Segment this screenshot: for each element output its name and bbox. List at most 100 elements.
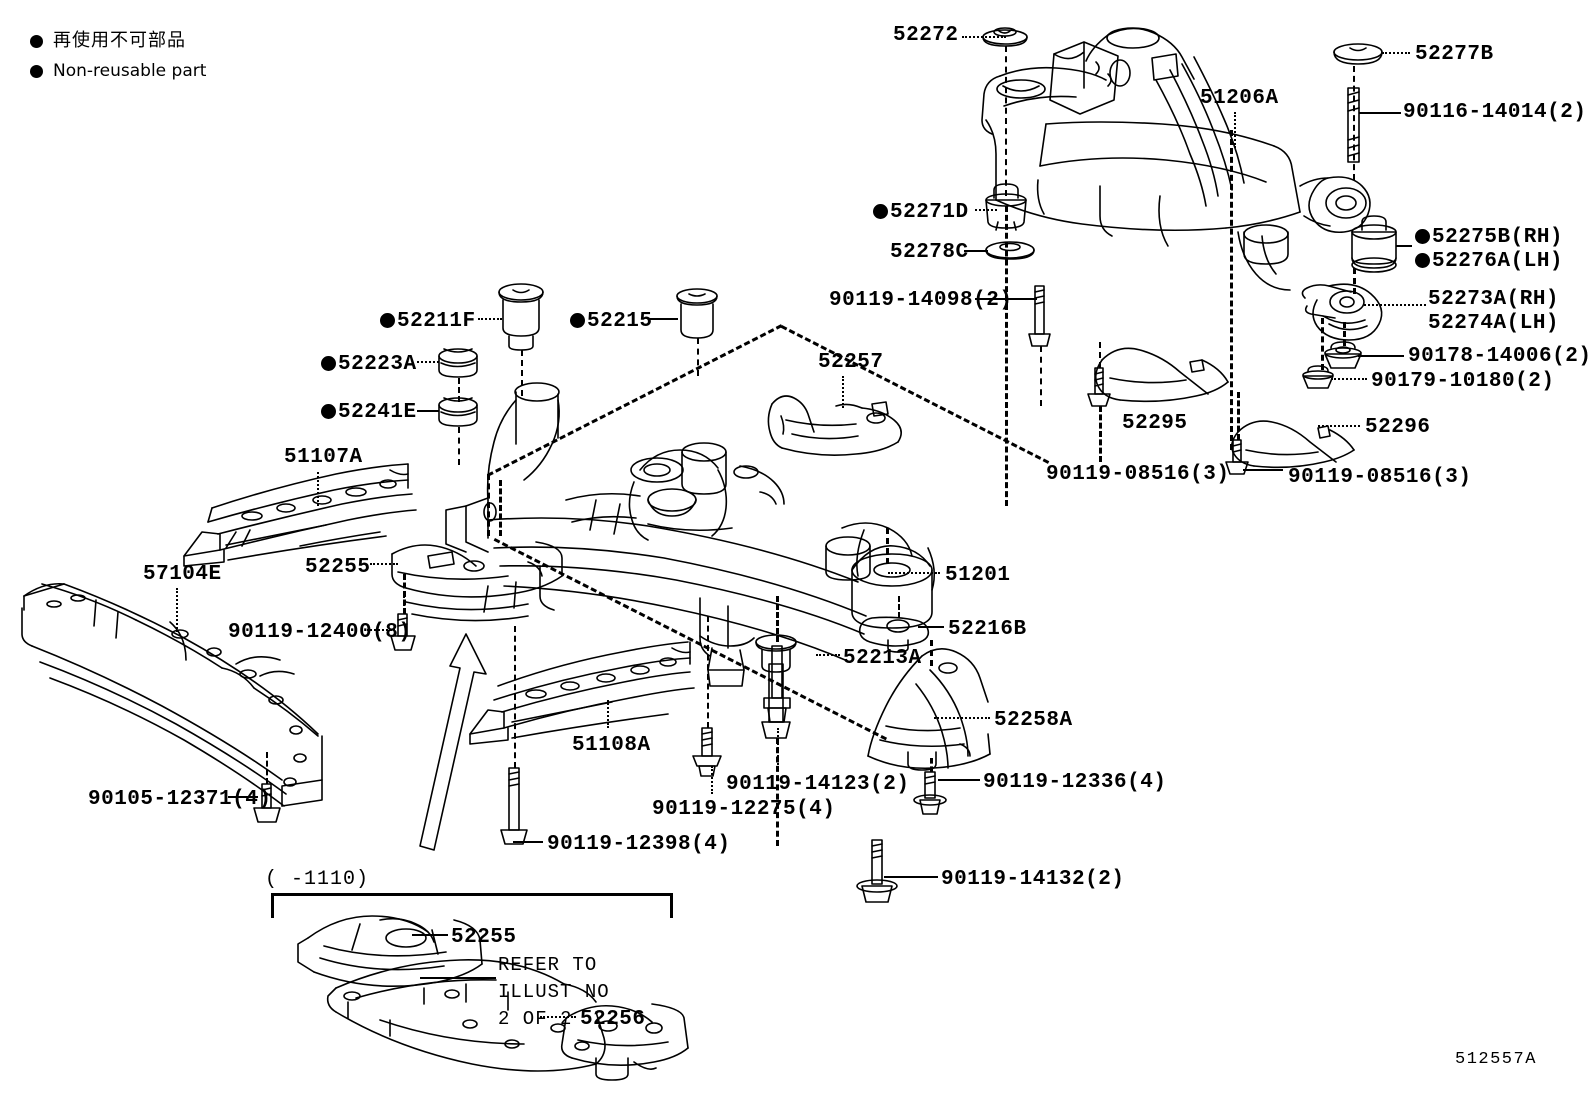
leader-52223A — [417, 361, 439, 363]
axis-90116-14014 — [1353, 66, 1355, 180]
axis-90119-08516-right — [1237, 392, 1240, 440]
part-number-text: 52213A — [843, 647, 922, 670]
legend-row-english: Non-reusable part — [30, 56, 206, 86]
part-callout-52257[interactable]: 52257 — [818, 350, 884, 375]
part-number-text: 52215 — [587, 310, 653, 333]
leader-51107A — [317, 472, 319, 506]
part-callout-52241E[interactable]: 52241E — [321, 400, 417, 425]
leader-52273A — [1364, 304, 1426, 306]
leader-52216B — [918, 626, 944, 628]
part-callout-52273ARH[interactable]: 52273A(RH) — [1428, 287, 1559, 312]
part-callout-52255[interactable]: 52255 — [451, 925, 517, 950]
part-52255-brace — [392, 542, 562, 621]
part-number-text: 52255 — [451, 926, 517, 949]
part-callout-52255[interactable]: 52255 — [305, 555, 371, 580]
part-callout-52278C[interactable]: 52278C — [890, 240, 969, 265]
part-callout-90119123984[interactable]: 90119-12398(4) — [547, 832, 730, 857]
part-callout-90179101802[interactable]: 90179-10180(2) — [1371, 369, 1554, 394]
group-bracket — [271, 893, 673, 918]
leader-52296 — [1318, 425, 1360, 427]
part-callout-90178140062[interactable]: 90178-14006(2) — [1408, 344, 1591, 369]
part-number-text: 52295 — [1122, 412, 1188, 435]
part-number-text: 90179-10180(2) — [1371, 370, 1555, 393]
axis-90119-12336 — [930, 758, 933, 772]
part-number-text: 52216B — [948, 618, 1027, 641]
part-callout-90119141232[interactable]: 90119-14123(2) — [726, 772, 909, 797]
part-callout-90119124008[interactable]: 90119-12400(8) — [228, 620, 411, 645]
part-callout-51107A[interactable]: 51107A — [284, 445, 363, 470]
part-callout-52276ALH[interactable]: 52276A(LH) — [1415, 249, 1563, 274]
leader-90119-12275 — [711, 766, 713, 794]
axis-52213A — [776, 596, 779, 642]
axis-52273A-lower — [1343, 322, 1346, 346]
nonreusable-dot-icon — [30, 34, 43, 48]
axis-51201-box-left2 — [499, 480, 502, 536]
sheet-id-label: 512557A — [1455, 1050, 1537, 1069]
axis-52271D — [1005, 206, 1008, 506]
part-callout-52256[interactable]: 52256 — [580, 1007, 646, 1032]
axis-52211F — [521, 350, 523, 396]
leader-52213A — [816, 654, 840, 656]
part-callout-52211F[interactable]: 52211F — [380, 309, 476, 334]
part-52241E-insulator — [439, 398, 477, 426]
part-51108A-member — [470, 642, 694, 744]
leader-51201 — [888, 572, 940, 574]
part-52278C-washer — [986, 242, 1034, 259]
part-callout-52213A[interactable]: 52213A — [843, 646, 922, 671]
part-callout-90119123364[interactable]: 90119-12336(4) — [983, 770, 1166, 795]
part-callout-52215[interactable]: 52215 — [570, 309, 653, 334]
part-number-text: 90119-08516(3) — [1288, 466, 1472, 489]
part-number-text: 90119-14098(2) — [829, 289, 1013, 312]
leader-51108A — [607, 700, 609, 728]
axis-52241E — [458, 427, 460, 465]
leader-52211F — [478, 318, 502, 320]
part-callout-52295[interactable]: 52295 — [1122, 411, 1188, 436]
part-callout-90119140982[interactable]: 90119-14098(2) — [829, 288, 1012, 313]
part-callout-90119141322[interactable]: 90119-14132(2) — [941, 867, 1124, 892]
part-callout-52258A[interactable]: 52258A — [994, 708, 1073, 733]
legend-row-japanese: 再使用不可部品 — [30, 26, 206, 56]
axis-52223A — [458, 378, 460, 402]
axis-90119-12398 — [514, 626, 516, 768]
part-callout-52275BRH[interactable]: 52275B(RH) — [1415, 225, 1563, 250]
nonreusable-dot-icon — [1415, 229, 1430, 244]
part-callout-51108A[interactable]: 51108A — [572, 733, 651, 758]
part-number-text: 51108A — [572, 734, 651, 757]
axis-51201-diag-bottom — [493, 538, 888, 741]
group-range-label: ( -1110) — [265, 868, 370, 891]
part-callout-52277B[interactable]: 52277B — [1415, 42, 1494, 67]
leader-51206A — [1234, 112, 1236, 148]
part-callout-90105123714[interactable]: 90105-12371(4) — [88, 787, 271, 812]
part-callout-52271D[interactable]: 52271D — [873, 200, 969, 225]
leader-52258A — [934, 717, 990, 719]
leader-90119-12400 — [367, 629, 395, 631]
part-callout-90119085163[interactable]: 90119-08516(3) — [1046, 462, 1229, 487]
part-callout-51201[interactable]: 51201 — [945, 563, 1011, 588]
part-callout-51206A[interactable]: 51206A — [1200, 86, 1279, 111]
nonreusable-dot-icon — [321, 404, 336, 419]
leader-52275B — [1396, 245, 1412, 247]
part-52295-bracket — [1096, 348, 1228, 401]
part-number-text: 52256 — [580, 1008, 646, 1031]
leader-52272 — [962, 36, 1006, 38]
leader-90119-12336 — [938, 779, 980, 781]
part-callout-90119122754[interactable]: 90119-12275(4) — [652, 797, 835, 822]
leader-90119-12398 — [513, 841, 543, 843]
part-callout-52274ALH[interactable]: 52274A(LH) — [1428, 311, 1559, 336]
part-callout-90116140142[interactable]: 90116-14014(2) — [1403, 100, 1586, 125]
part-callout-52216B[interactable]: 52216B — [948, 617, 1027, 642]
part-callout-52296[interactable]: 52296 — [1365, 415, 1431, 440]
part-number-text: 52258A — [994, 709, 1073, 732]
axis-90119-14098 — [1040, 346, 1042, 406]
part-52296-bracket — [1232, 421, 1354, 467]
part-callout-57104E[interactable]: 57104E — [143, 562, 222, 587]
part-number-text: 52275B(RH) — [1432, 226, 1564, 249]
part-number-text: 57104E — [143, 563, 222, 586]
part-number-text: 51206A — [1200, 87, 1279, 110]
part-callout-52223A[interactable]: 52223A — [321, 352, 417, 377]
axis-90119-08516-left-lower — [1099, 406, 1102, 462]
part-callout-52272[interactable]: 52272 — [893, 23, 959, 48]
part-callout-90119085163[interactable]: 90119-08516(3) — [1288, 465, 1471, 490]
part-51206A-rear-suspension-member — [982, 0, 1370, 290]
axis-51201-box-left — [487, 474, 490, 536]
